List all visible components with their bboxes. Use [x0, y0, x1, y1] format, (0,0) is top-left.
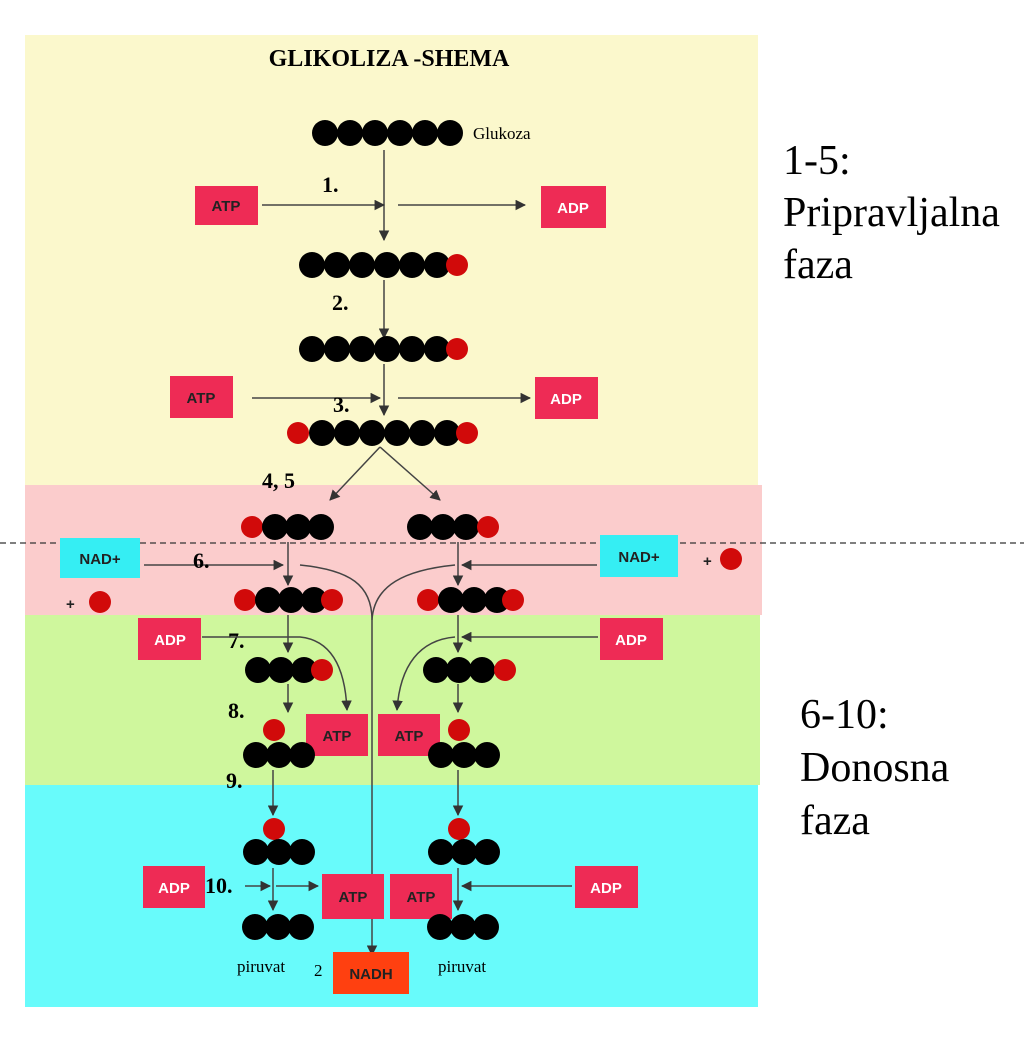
adp-box-3-label: ADP	[154, 632, 186, 649]
prep-phase-range: 1-5:	[783, 138, 851, 184]
atp-box-4-label: ATP	[395, 728, 424, 745]
phosphate-plus-left: +	[66, 596, 75, 613]
phosphoglycerate-2-right	[428, 719, 500, 768]
phosphate-right	[720, 548, 742, 570]
phosphoglycerate-2-left	[243, 719, 315, 768]
pyruvate-left-molecule	[242, 914, 314, 940]
adp-box-1-label: ADP	[557, 200, 589, 217]
payoff-phase-name-2: faza	[800, 798, 870, 844]
step-1-label: 1.	[322, 172, 339, 197]
arrow-adp-right	[392, 636, 456, 712]
atp-box-5	[322, 874, 384, 919]
atp-box-3-label: ATP	[323, 728, 352, 745]
diagram-title: GLIKOLIZA -SHEMA	[269, 46, 510, 72]
atp-box-1	[195, 186, 258, 225]
adp-box-4	[600, 618, 663, 660]
payoff-phase-range: 6-10:	[800, 692, 889, 738]
step-7-label: 7.	[228, 628, 245, 653]
nadh-count: 2	[314, 961, 323, 980]
fructose-1-6-bisphosphate	[287, 420, 478, 446]
fructose-6-phosphate	[299, 336, 468, 362]
prep-phase-name-1: Pripravljalna	[783, 190, 1000, 236]
nadh-box	[333, 952, 409, 994]
payoff-phase-name-1: Donosna	[800, 745, 950, 791]
arrow-adp-left	[202, 636, 352, 712]
nad-box-right-label: NAD+	[618, 549, 659, 566]
adp-box-5-label: ADP	[158, 880, 190, 897]
arrow-step45-left	[329, 446, 381, 501]
phosphoglycerate-3-left	[245, 657, 333, 683]
nad-box-left-label: NAD+	[79, 551, 120, 568]
atp-box-6-label: ATP	[407, 889, 436, 906]
triose-phosphate-left	[241, 514, 334, 540]
adp-box-6	[575, 866, 638, 908]
bisphosphoglycerate-left	[234, 587, 343, 613]
step-8-label: 8.	[228, 698, 245, 723]
phosphoenolpyruvate-left	[243, 818, 315, 865]
phosphoenolpyruvate-right	[428, 818, 500, 865]
pyruvate-right-label: piruvat	[438, 957, 486, 976]
adp-box-6-label: ADP	[590, 880, 622, 897]
atp-box-3	[306, 714, 368, 756]
atp-box-1-label: ATP	[212, 198, 241, 215]
step-10-label: 10.	[205, 873, 233, 898]
adp-box-5	[143, 866, 205, 908]
nadh-box-label: NADH	[349, 966, 392, 983]
adp-box-2-label: ADP	[550, 391, 582, 408]
phosphate-left	[89, 591, 111, 613]
atp-box-2	[170, 376, 233, 418]
adp-box-1	[541, 186, 606, 228]
atp-box-6	[390, 874, 452, 919]
bisphosphoglycerate-right	[417, 587, 524, 613]
step-3-label: 3.	[333, 392, 350, 417]
atp-box-5-label: ATP	[339, 889, 368, 906]
pyruvate-left-label: piruvat	[237, 957, 285, 976]
nad-box-left	[60, 538, 140, 578]
adp-box-3	[138, 618, 201, 660]
triose-phosphate-right	[407, 514, 499, 540]
arrow-step45-right	[379, 446, 441, 501]
step-6-label: 6.	[193, 548, 210, 573]
prep-phase-name-2: faza	[783, 242, 853, 288]
adp-box-4-label: ADP	[615, 632, 647, 649]
step-45-label: 4, 5	[262, 468, 295, 493]
pyruvate-right-molecule	[427, 914, 499, 940]
step-2-label: 2.	[332, 290, 349, 315]
nadh-flow-line-right	[371, 564, 456, 621]
step-9-label: 9.	[226, 768, 243, 793]
glucose-molecule	[312, 120, 463, 146]
glucose-label: Glukoza	[473, 124, 531, 143]
phosphate-plus-right: +	[703, 553, 712, 570]
phosphoglycerate-3-right	[423, 657, 516, 683]
nad-box-right	[600, 535, 678, 577]
adp-box-2	[535, 377, 598, 419]
glucose-6-phosphate	[299, 252, 468, 278]
atp-box-2-label: ATP	[187, 390, 216, 407]
